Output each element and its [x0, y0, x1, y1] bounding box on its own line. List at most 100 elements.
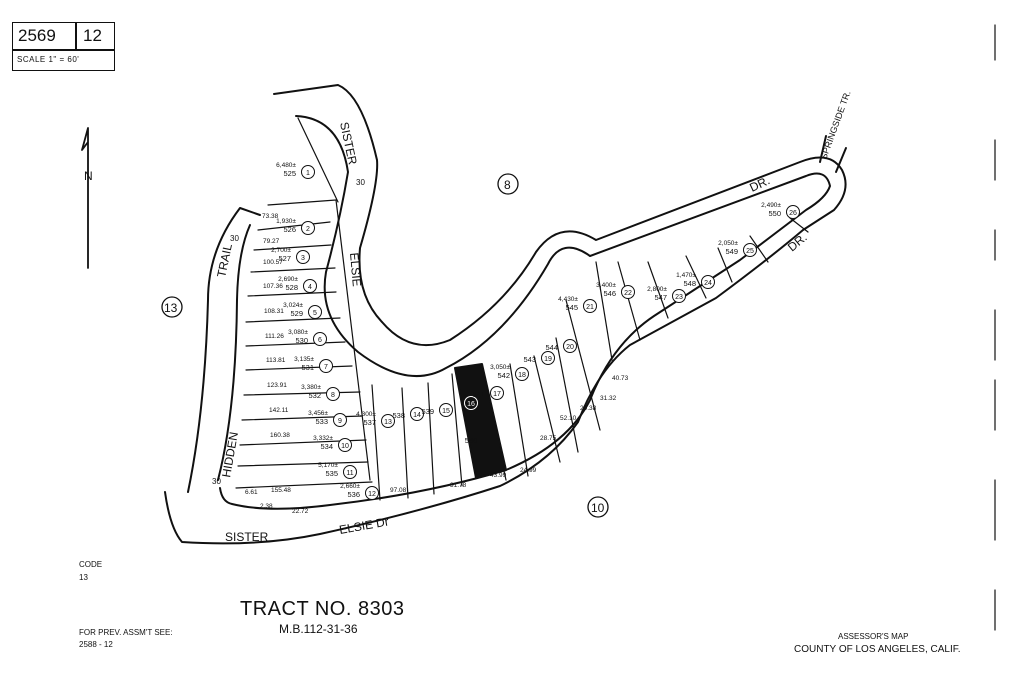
lot-circle — [464, 396, 478, 410]
trail-edge-outer — [187, 207, 261, 493]
lot-number: 19 — [544, 356, 552, 363]
lot-area: 3,400± — [596, 282, 616, 289]
parcel-number: 543 — [523, 355, 536, 364]
lot-circle — [326, 387, 340, 401]
lot-circle — [583, 299, 597, 313]
street-width-30b: 30 — [212, 477, 221, 486]
lot-area: 3,380± — [301, 384, 321, 391]
lot-circle — [381, 414, 395, 428]
lot-circle — [301, 165, 315, 179]
street-elsie-lower: ELSIE Dr — [338, 514, 390, 536]
springside-edge — [819, 135, 847, 173]
dimension-label: 155.48 — [271, 487, 291, 494]
parcel-number: 526 — [283, 225, 296, 234]
parcel-number: 550 — [768, 209, 781, 218]
map-circle-8: 8 — [497, 173, 519, 195]
parcel-number: 542 — [497, 371, 510, 380]
lot-area: 2,690± — [278, 276, 298, 283]
lot-circle — [410, 407, 424, 421]
parcel-number: 538 — [392, 411, 405, 420]
parcel-number: 530 — [295, 336, 308, 345]
lot-area: 4,430± — [558, 296, 578, 303]
parcel-number: 549 — [725, 247, 738, 256]
lot-area: 3,024± — [283, 302, 303, 309]
dimension-labels: 73.3879.27100.57107.36108.31111.26113.81… — [245, 213, 629, 515]
lot-number: 15 — [442, 408, 450, 415]
parcel-number: 532 — [308, 391, 321, 400]
lot-circle — [563, 339, 577, 353]
lot-17: 17 541 — [472, 386, 504, 400]
parcel-number: 533 — [315, 417, 328, 426]
lot-circle — [338, 438, 352, 452]
previous-assessment-label: FOR PREV. ASSM'T SEE: — [79, 628, 173, 637]
street-width-30c: 30 — [230, 234, 239, 243]
parcel-number: 541 — [472, 390, 485, 399]
lot-circle — [786, 205, 800, 219]
lot-circle — [301, 221, 315, 235]
code-value: 13 — [79, 573, 88, 582]
dimension-label: 40.73 — [612, 375, 629, 382]
lot-area: 2,660± — [340, 483, 360, 490]
street-dr-upper: DR. — [747, 173, 772, 194]
inner-street-edge — [219, 115, 831, 510]
street-trail: TRAIL — [214, 242, 235, 278]
lot-number: 14 — [413, 412, 421, 419]
parcel-number: 545 — [565, 303, 578, 312]
lot-area: 2,800± — [647, 286, 667, 293]
dimension-label: 100.57 — [263, 259, 283, 266]
street-dr-lower: DR. — [785, 230, 810, 254]
dimension-label: 113.81 — [266, 357, 286, 364]
lot-circle — [365, 486, 379, 500]
lot-area: 4,300± — [356, 411, 376, 418]
street-hidden: HIDDEN — [219, 431, 241, 479]
lot-circle — [515, 367, 529, 381]
parcel-number: 527 — [278, 254, 291, 263]
dimension-label: 2.38 — [260, 503, 273, 510]
street-width-30: 30 — [356, 178, 365, 187]
dimension-label: 24.99 — [520, 467, 537, 474]
street-sister-lower: SISTER — [225, 530, 269, 544]
lot-number: 24 — [704, 280, 712, 287]
dimension-label: 52.10 — [560, 415, 577, 422]
dimension-label: 123.91 — [267, 382, 287, 389]
lot-number: 10 — [341, 443, 349, 450]
lot-circle — [701, 275, 715, 289]
lot-number: 5 — [313, 310, 317, 317]
dimension-label: 20.38 — [580, 405, 597, 412]
dimension-label: 107.36 — [263, 283, 283, 290]
dimension-label: 6.61 — [245, 489, 258, 496]
lot-area: 3,332± — [313, 435, 333, 442]
lot-circle — [296, 250, 310, 264]
page-number: 12 — [83, 26, 102, 45]
map-book-reference: M.B.112-31-36 — [279, 622, 358, 636]
lot-14: 14 538 — [392, 407, 424, 421]
parcel-540-highlight — [454, 363, 507, 479]
lot-circle — [672, 289, 686, 303]
dimension-label: 142.11 — [269, 407, 289, 414]
lot-number: 17 — [493, 391, 501, 398]
lot-number: 22 — [624, 290, 632, 297]
lot-number: 6 — [318, 337, 322, 344]
svg-text:8: 8 — [504, 178, 511, 192]
dimension-label: 160.38 — [270, 432, 290, 439]
dimension-label: 43.99 — [490, 472, 507, 479]
code-label: CODE — [79, 560, 103, 569]
map-header-box: 2569 12 SCALE 1" = 60' — [12, 22, 115, 71]
lot-labels: 15256,480±25261,930±35272,700±45282,690±… — [271, 162, 800, 500]
